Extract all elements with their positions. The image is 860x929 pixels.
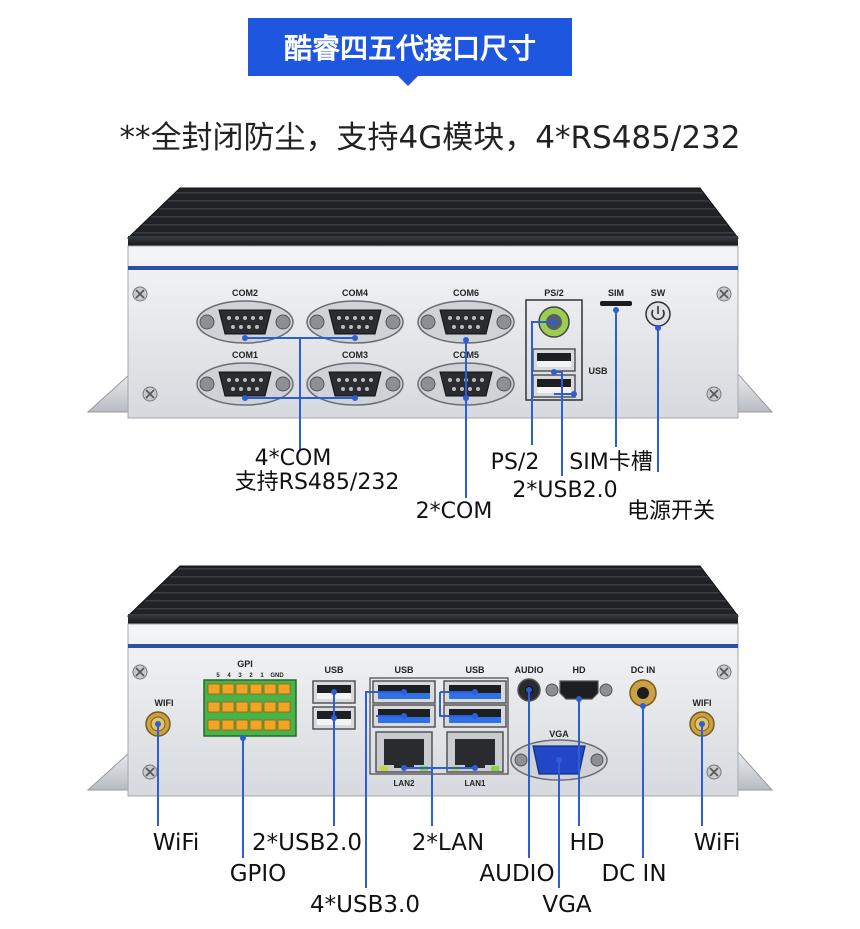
port-label: LAN1 <box>465 779 486 788</box>
port-label: LAN2 <box>394 779 415 788</box>
front-device: COM2 COM4 COM6 COM1 COM3 COM5 PS/2 USB S… <box>86 187 774 419</box>
port-label: PS/2 <box>544 288 564 298</box>
port-label: USB <box>588 366 608 376</box>
power-switch-icon <box>645 301 671 327</box>
callout-wifi-left: WiFi <box>153 830 200 856</box>
port-label: AUDIO <box>515 665 544 675</box>
callout-usb30: 4*USB3.0 <box>310 892 420 918</box>
gpio-pin-label: 2 <box>249 673 253 679</box>
callout-lan: 2*LAN <box>412 830 484 856</box>
callout-gpio: GPIO <box>230 861 287 887</box>
callout-2com: 2*COM <box>416 499 493 524</box>
callout-usb20-front: 2*USB2.0 <box>512 478 617 503</box>
port-label: USB <box>465 665 485 675</box>
port-label: WIFI <box>155 698 174 708</box>
gpio-pin-label: 1 <box>260 673 264 679</box>
callout-vga: VGA <box>542 892 592 918</box>
gpio-pin-label: 4 <box>227 673 231 679</box>
gpio-pin-label: 3 <box>238 673 242 679</box>
callout-power-switch: 电源开关 <box>627 499 715 524</box>
port-label: COM6 <box>453 288 479 298</box>
port-label: USB <box>324 665 344 675</box>
port-label: DC IN <box>631 665 656 675</box>
usb-port <box>532 348 576 372</box>
port-label: HD <box>573 665 586 675</box>
callout-usb20-rear: 2*USB2.0 <box>252 830 362 856</box>
port-label: COM1 <box>232 350 258 360</box>
callout-rs485: 支持RS485/232 <box>235 470 400 495</box>
dc-in-jack <box>629 679 657 707</box>
rear-device: WIFI GPI 5 4 3 2 1 GND USB USB USB <box>86 565 774 797</box>
callout-sim-slot: SIM卡槽 <box>569 450 652 475</box>
callout-ps2: PS/2 <box>491 450 540 475</box>
port-label: COM2 <box>232 288 258 298</box>
port-label: COM4 <box>342 288 368 298</box>
com6-port <box>417 300 515 344</box>
gpio-pin-label: 5 <box>216 673 220 679</box>
port-label: SW <box>651 288 666 298</box>
callout-hd: HD <box>569 830 604 856</box>
callout-4com: 4*COM <box>255 446 332 471</box>
callout-dc-in: DC IN <box>601 861 666 887</box>
port-label: SIM <box>608 288 624 298</box>
sim-slot <box>600 301 632 306</box>
port-label: WIFI <box>693 698 712 708</box>
gpio-terminal-block <box>203 679 297 737</box>
callout-audio: AUDIO <box>479 861 554 887</box>
port-label: VGA <box>549 729 569 739</box>
port-label: COM3 <box>342 350 368 360</box>
callout-wifi-right: WiFi <box>694 830 741 856</box>
port-label: GPI <box>237 659 253 669</box>
subtitle: **全封闭防尘，支持4G模块，4*RS485/232 <box>119 120 741 156</box>
port-label: USB <box>394 665 414 675</box>
rear-callout-lines <box>157 690 703 888</box>
hdmi-port <box>545 680 613 700</box>
title-banner: 酷睿四五代接口尺寸 <box>248 18 572 86</box>
gpio-pin-label: GND <box>270 673 284 679</box>
